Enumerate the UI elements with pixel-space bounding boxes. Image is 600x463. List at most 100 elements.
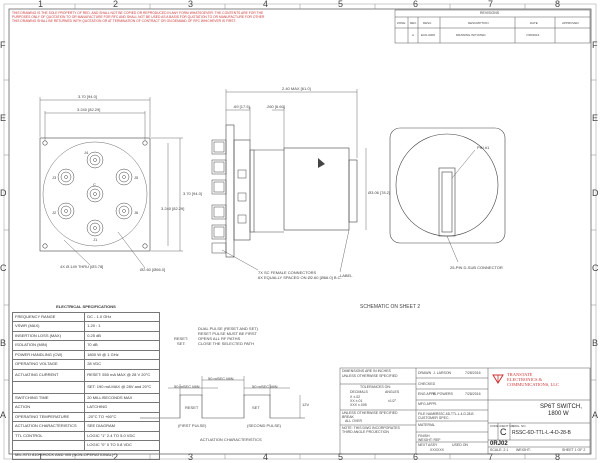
connector-label-j5: J5 bbox=[134, 175, 139, 180]
reset-note-1: DUAL PULSE (RESET AND SET) bbox=[198, 326, 259, 331]
rev-header-approved: APPROVED bbox=[562, 21, 579, 25]
spec-label bbox=[11, 440, 86, 451]
spec-value: LATCHING bbox=[84, 402, 160, 413]
spec-row: POWER HANDLING (CW)1800 W @ 1 GHz bbox=[11, 349, 160, 360]
spec-value: LOGIC "0" 0 TO 0.8 VDC bbox=[84, 440, 160, 451]
zone-col-6-bottom: 6 bbox=[413, 452, 419, 462]
tb-weight-2: WEIGHT: bbox=[516, 448, 531, 452]
tb-weight: WEIGHT: REF bbox=[418, 438, 441, 442]
tb-note-dwg: NOTE: THIS DWG INCORPORATES bbox=[342, 426, 400, 430]
tb-angles: ANGLES bbox=[385, 390, 400, 394]
set-label: SET: bbox=[177, 341, 186, 346]
reset-note-4: CLOSE THE SELECTED PATH bbox=[198, 341, 255, 346]
spec-row: ISOLATION (MIN)70 dB bbox=[11, 340, 160, 351]
notice-line-2: PURPOSES ONLY OF QUOTATION TO OR MANUFAC… bbox=[12, 15, 265, 19]
front-dim-vert-inner: 3.240 [82.29] bbox=[161, 206, 185, 211]
zone-col-2: 2 bbox=[113, 0, 119, 9]
front-view bbox=[39, 97, 183, 269]
tb-third-angle: THIRD ANGLE PROJECTION bbox=[342, 430, 389, 434]
spec-label: OPERATING VOLTAGE bbox=[11, 359, 86, 370]
zone-col-7: 7 bbox=[488, 0, 494, 9]
connector-label-j6: J6 bbox=[134, 210, 139, 215]
tb-code: 0RJ02 bbox=[490, 441, 508, 447]
timing-set: SET bbox=[252, 405, 260, 410]
electrical-specs-table: ELECTRICAL SPECIFICATIONS FREQUENCY RANG… bbox=[11, 303, 160, 460]
zone-row-a-right: A bbox=[592, 410, 599, 420]
tb-finish: FINISH bbox=[418, 434, 430, 438]
tb-drawn-date: 7/28/2016 bbox=[465, 371, 481, 375]
zone-col-7-bottom: 7 bbox=[488, 452, 494, 462]
spec-label: OPERATING TEMPERATURE bbox=[11, 411, 86, 422]
timing-title: ACTUATION CHARACTERISTICS bbox=[200, 437, 262, 442]
connector-label-j2: J2 bbox=[52, 210, 57, 215]
spec-label: ISOLATION (MIN) bbox=[11, 340, 86, 351]
spec-value: SET: 190 mA MAX @ 28V and 20°C bbox=[84, 380, 160, 394]
tb-tol-xxx: XXX ±.005 bbox=[350, 403, 367, 407]
timing-ms-3: 50 mSEC MIN bbox=[252, 384, 278, 389]
side-label: LABEL bbox=[340, 273, 353, 278]
tb-used-on: USED ON bbox=[452, 443, 468, 447]
zone-col-4: 4 bbox=[263, 0, 269, 9]
spec-value: RESET: 550 mA MAX @ 28 V 20°C bbox=[84, 368, 160, 382]
tb-drawn-by: J. LARSON bbox=[433, 371, 452, 375]
spec-label: ACTION bbox=[11, 402, 86, 413]
tb-title-1: SP6T SWITCH, bbox=[540, 404, 582, 410]
zone-col-3: 3 bbox=[188, 0, 194, 9]
spec-value: 1800 W @ 1 GHz bbox=[84, 349, 160, 360]
tb-unless: UNLESS OTHERWISE SPECIFIED bbox=[342, 373, 398, 378]
timing-diagram bbox=[140, 376, 305, 419]
rev-row-description: DRAWING INITIATED bbox=[456, 33, 486, 37]
spec-value: DC - 1.0 GHz bbox=[84, 311, 160, 322]
zone-row-c-right: C bbox=[592, 263, 599, 273]
spec-label: INSERTION LOSS (MAX) bbox=[11, 330, 86, 341]
zone-col-3-bottom: 3 bbox=[188, 452, 194, 462]
rev-row-ecn: ECN-0000 bbox=[421, 33, 436, 37]
notice-line-1: THIS DRAWING IS THE SOLE PROPERTY OF RED… bbox=[12, 11, 264, 15]
tb-sheet: SHEET 1 OF 2 bbox=[562, 448, 586, 452]
spec-row: OPERATING TEMPERATURE-20°C TO +60°C bbox=[11, 411, 160, 422]
tb-eng-by: B. POWERS bbox=[433, 392, 453, 396]
side-view bbox=[211, 89, 367, 273]
zone-row-e: E bbox=[0, 113, 7, 123]
tb-unless-2: UNLESS OTHERWISE SPECIFIED bbox=[342, 411, 398, 415]
spec-label: TTL CONTROL bbox=[11, 430, 86, 441]
front-dim-outer: 3.70 [94.0] bbox=[78, 94, 97, 99]
tb-drawn: DRAWN bbox=[418, 371, 432, 375]
front-bolt-circle: Ø2.60 [Ø66.0] bbox=[140, 267, 166, 272]
timing-ms-1: 50 mSEC MIN bbox=[174, 384, 200, 389]
spec-label: ACTUATING CURRENT bbox=[11, 368, 86, 382]
tb-break: BREAK bbox=[342, 415, 354, 419]
tb-file-name: RSSC-6D-TTL-L-4-D-28-B bbox=[436, 412, 474, 416]
title-block-lines bbox=[339, 367, 591, 455]
zone-col-8-bottom: 8 bbox=[555, 452, 561, 462]
spec-row: LOGIC "0" 0 TO 0.8 VDC bbox=[11, 440, 160, 451]
zone-col-5-bottom: 5 bbox=[338, 452, 344, 462]
tb-scale: SCALE: 2:1 bbox=[490, 448, 509, 452]
zone-col-5: 5 bbox=[338, 0, 344, 9]
spec-row: SET: 190 mA MAX @ 28V and 20°C bbox=[11, 380, 160, 394]
spec-label: MIL-STD 810 SHOCK AND VIB (NON-OPERATION… bbox=[12, 449, 160, 460]
front-dim-inner: 3.240 [82.29] bbox=[77, 107, 101, 112]
tb-code-label: CODE IDENT NO. bbox=[490, 424, 515, 428]
tb-all-over: ALL OVER bbox=[345, 419, 362, 423]
spec-label: VSWR (MAX) bbox=[11, 321, 86, 332]
connector-label-j1: J1 bbox=[93, 237, 98, 242]
timing-volt: 12V bbox=[302, 402, 310, 407]
timing-ms-2: 50 mSEC MIN bbox=[208, 376, 234, 381]
reset-note-2: RESET PULSE MUST BE FIRST bbox=[198, 331, 257, 336]
schematic-note: SCHEMATIC ON SHEET 2 bbox=[360, 304, 421, 310]
rev-header-date: DATE bbox=[530, 21, 538, 25]
tb-dwg-no: RSSC-6D-TTL-L-4-D-28-B bbox=[512, 430, 571, 436]
tb-company-2: ELECTRONICS & bbox=[507, 377, 543, 382]
front-dim-height: 3.70 [94.0] bbox=[183, 191, 202, 196]
connector-label-j3: J3 bbox=[52, 175, 57, 180]
spec-row: MIL-STD 810 SHOCK AND VIB (NON-OPERATION… bbox=[12, 449, 160, 460]
tb-tol-xx: XX ±.01 bbox=[350, 399, 363, 403]
